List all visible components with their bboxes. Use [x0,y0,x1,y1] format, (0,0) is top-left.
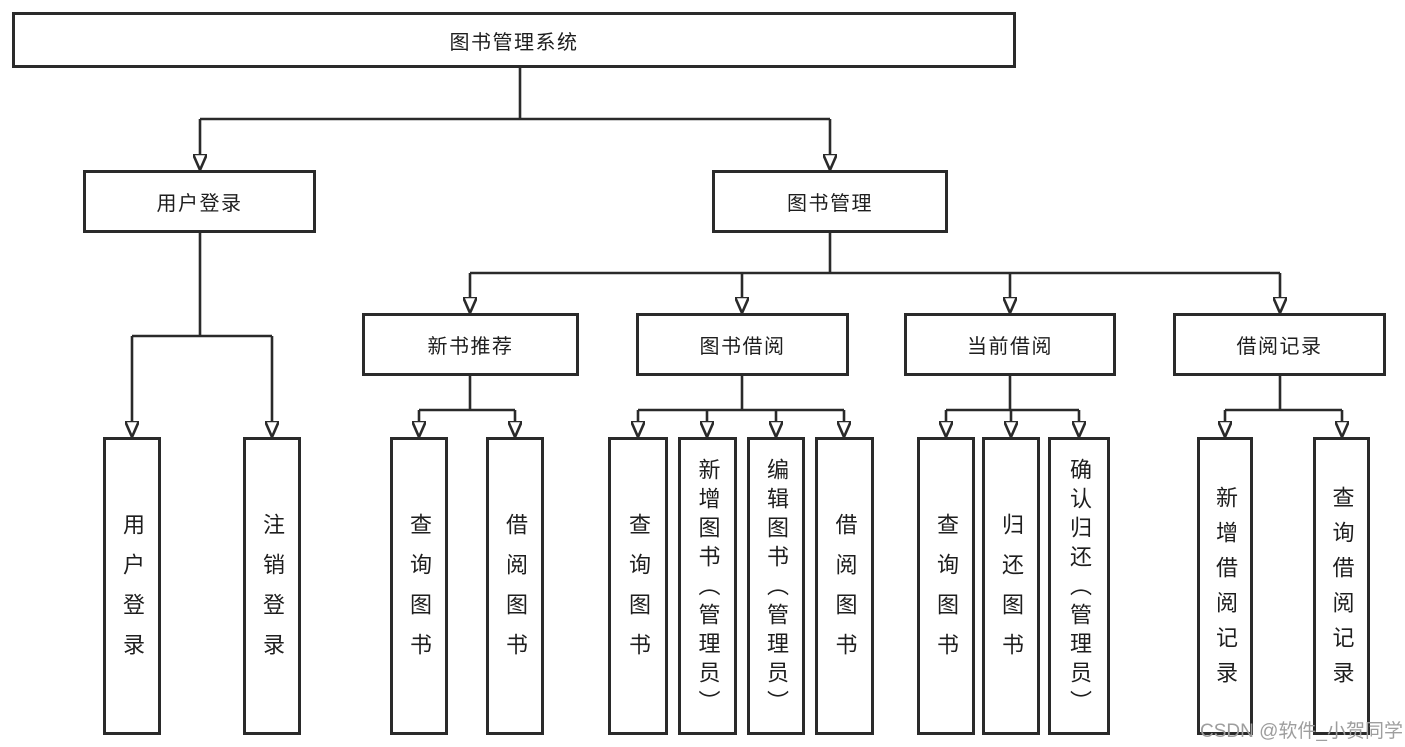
node-book-borrow: 图书借阅 [636,313,849,376]
connector-new-book [419,376,515,421]
leaf-user-login-label: 用户登录 [120,513,145,673]
leaf-logout: 注销登录 [243,437,301,735]
leaf-query-book-current-label: 查询图书 [934,513,959,673]
leaf-query-borrow-record-label: 查询借阅记录 [1329,486,1355,696]
connector-user-login [132,233,272,421]
node-user-login: 用户登录 [83,170,316,233]
leaf-query-book-borrow-label: 查询图书 [626,513,651,673]
node-new-book: 新书推荐 [362,313,579,376]
node-current-borrow: 当前借阅 [904,313,1116,376]
leaf-query-book-recommend-label: 查询图书 [407,513,432,673]
node-current-borrow-label: 当前借阅 [967,336,1053,358]
leaf-query-borrow-record: 查询借阅记录 [1313,437,1370,735]
leaf-borrow-book-recommend: 借阅图书 [486,437,544,735]
node-borrow-records-label: 借阅记录 [1236,336,1323,358]
node-root-label: 图书管理系统 [449,31,579,54]
connector-current-borrow [946,376,1079,421]
leaf-borrow-book-label: 借阅图书 [832,513,858,673]
leaf-query-book-borrow: 查询图书 [608,437,668,735]
node-root: 图书管理系统 [12,12,1016,68]
leaf-add-borrow-record-label: 新增借阅记录 [1213,486,1238,696]
connector-book-borrow [638,376,844,421]
leaf-edit-book-admin-label: 编辑图书（管理员） [764,458,789,719]
leaf-add-borrow-record: 新增借阅记录 [1197,437,1253,735]
node-borrow-records: 借阅记录 [1173,313,1386,376]
leaf-add-book-admin: 新增图书（管理员） [678,437,737,735]
node-book-borrow-label: 图书借阅 [699,336,786,358]
leaf-edit-book-admin: 编辑图书（管理员） [747,437,805,735]
leaf-query-book-recommend: 查询图书 [390,437,448,735]
node-book-mgmt: 图书管理 [712,170,948,233]
leaf-return-book-label: 归还图书 [999,513,1024,673]
node-book-mgmt-label: 图书管理 [787,193,873,215]
csdn-watermark: CSDN @软件_小贺同学 [1200,721,1403,742]
leaf-confirm-return-admin-label: 确认归还（管理员） [1067,458,1092,719]
node-user-login-label: 用户登录 [156,193,243,215]
connector-borrow-records [1225,376,1342,421]
connector-book-mgmt [470,233,1280,297]
leaf-confirm-return-admin: 确认归还（管理员） [1048,437,1110,735]
node-new-book-label: 新书推荐 [427,336,514,358]
leaf-borrow-book-recommend-label: 借阅图书 [503,513,528,673]
leaf-query-book-current: 查询图书 [917,437,975,735]
leaf-user-login: 用户登录 [103,437,161,735]
leaf-add-book-admin-label: 新增图书（管理员） [695,458,721,719]
leaf-return-book: 归还图书 [982,437,1040,735]
leaf-borrow-book: 借阅图书 [815,437,874,735]
leaf-logout-label: 注销登录 [260,513,285,673]
connector-root [200,68,830,154]
